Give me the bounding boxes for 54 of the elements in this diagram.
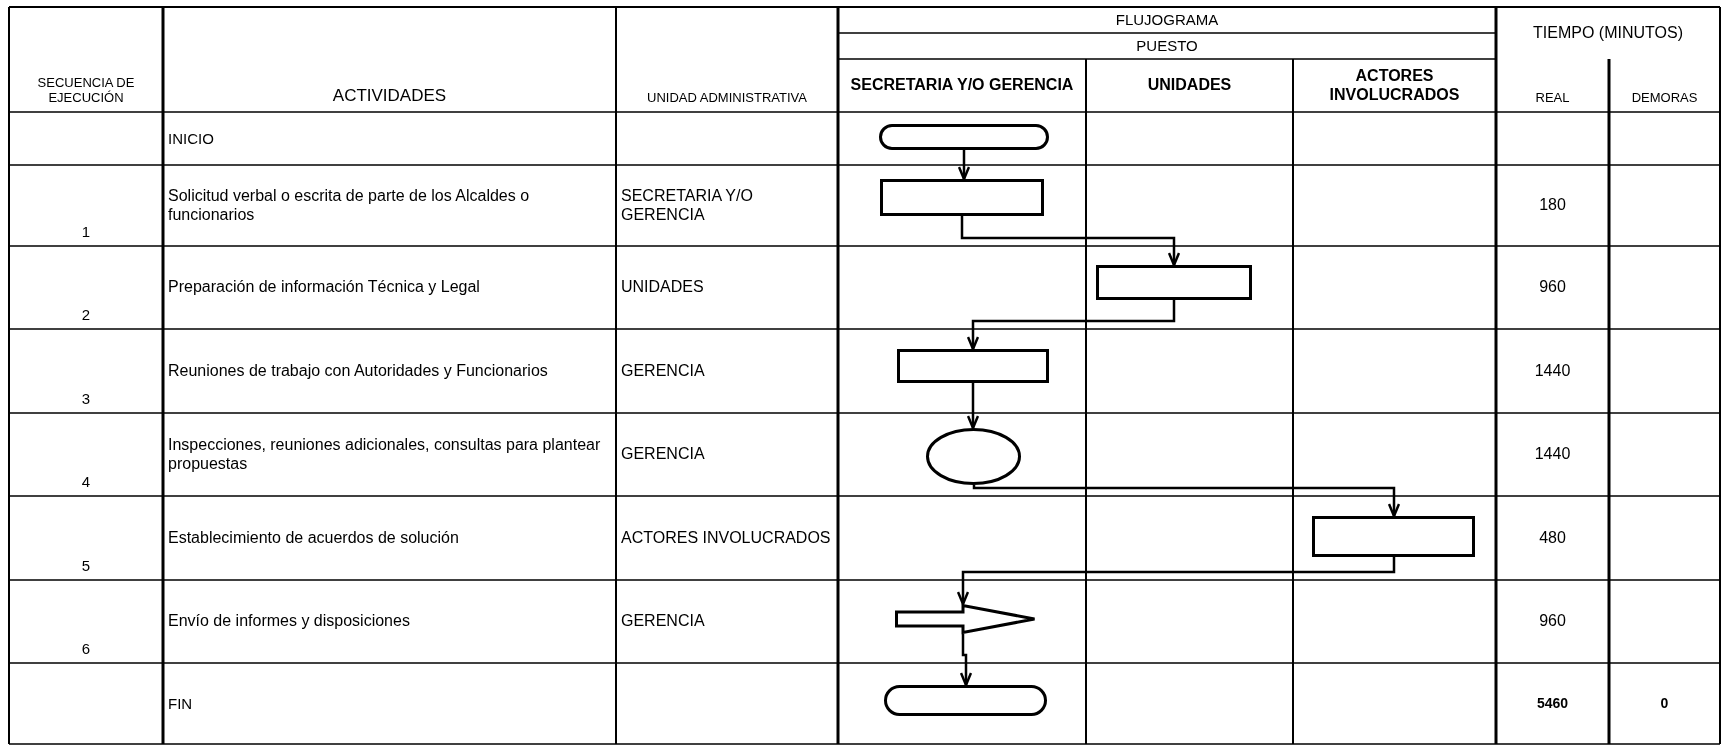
table-cell: UNIDADES bbox=[621, 278, 704, 297]
table-cell: GERENCIA bbox=[621, 445, 705, 464]
row-number: 5 bbox=[81, 556, 91, 574]
table-cell-text: SECRETARIA Y/O GERENCIA bbox=[621, 187, 754, 224]
table-cell: INICIO bbox=[168, 129, 214, 148]
table-header: TIEMPO (MINUTOS) bbox=[1533, 23, 1683, 43]
table-cell: Envío de informes y disposiciones bbox=[168, 612, 410, 631]
arrow bbox=[957, 150, 971, 181]
time-value: 480 bbox=[1539, 528, 1566, 548]
table-header: ACTORES INVOLUCRADOS bbox=[1328, 67, 1461, 104]
process-box bbox=[1096, 265, 1252, 300]
table-cell: FIN bbox=[168, 694, 193, 713]
time-value: 960 bbox=[1539, 612, 1566, 631]
arrow-shape bbox=[895, 604, 1036, 634]
arrow bbox=[959, 634, 973, 687]
table-header: SECUENCIA DE EJECUCIÓN bbox=[36, 76, 136, 106]
table-cell: Establecimiento de acuerdos de solución bbox=[168, 528, 459, 548]
table-cell: GERENCIA bbox=[621, 612, 705, 631]
table-header: UNIDADES bbox=[1147, 76, 1232, 95]
row-number: 2 bbox=[81, 305, 91, 323]
time-value: 180 bbox=[1539, 196, 1566, 215]
arrow bbox=[956, 557, 1396, 606]
time-value: 0 bbox=[1660, 695, 1669, 712]
arrow bbox=[966, 383, 980, 430]
row-number: 1 bbox=[81, 222, 91, 240]
table-cell: ACTORES INVOLUCRADOS bbox=[621, 528, 831, 548]
row-number: 3 bbox=[81, 389, 91, 407]
table-cell: Preparación de información Técnica y Legal bbox=[168, 278, 480, 297]
row-number: 4 bbox=[81, 472, 91, 490]
table-cell: Reuniones de trabajo con Autoridades y Funcionarios bbox=[168, 361, 548, 381]
table-header: SECRETARIA Y/O GERENCIA bbox=[850, 76, 1074, 95]
time-value: 1440 bbox=[1534, 445, 1571, 464]
row-number: 6 bbox=[81, 639, 91, 657]
table-cell: GERENCIA bbox=[621, 361, 705, 381]
arrow bbox=[960, 216, 1181, 267]
terminator-shape bbox=[884, 685, 1047, 716]
table-header: REAL bbox=[1535, 91, 1570, 106]
connector-circle bbox=[926, 428, 1021, 485]
time-value: 5460 bbox=[1536, 695, 1569, 712]
process-box bbox=[1312, 516, 1475, 557]
table-header: PUESTO bbox=[1136, 37, 1198, 55]
time-value: 1440 bbox=[1534, 361, 1571, 381]
table-header: FLUJOGRAMA bbox=[1115, 11, 1219, 29]
time-value: 960 bbox=[1539, 278, 1566, 297]
process-box bbox=[897, 349, 1049, 383]
table-cell-text: Inspecciones, reuniones adicionales, consultas para plantear propuestas bbox=[168, 436, 602, 473]
arrow bbox=[966, 300, 1176, 351]
terminator-shape bbox=[879, 124, 1049, 150]
table-header: DEMORAS bbox=[1631, 91, 1698, 106]
table-header: ACTIVIDADES bbox=[332, 86, 447, 106]
table-header: UNIDAD ADMINISTRATIVA bbox=[647, 91, 807, 106]
table-cell-text: Solicitud verbal o escrita de parte de los Alcaldes o funcionarios bbox=[168, 187, 531, 224]
arrow bbox=[972, 484, 1401, 518]
process-box bbox=[880, 179, 1044, 216]
